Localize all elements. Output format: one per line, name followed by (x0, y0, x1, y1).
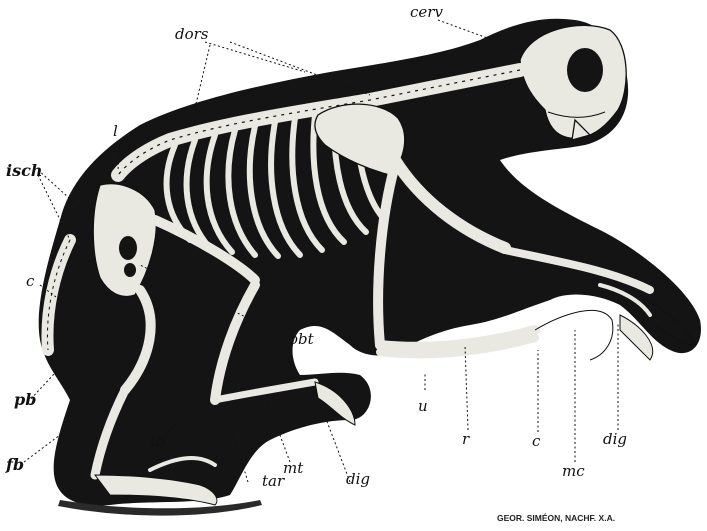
label-mt: mt (283, 459, 304, 477)
label-dors: dors (175, 25, 209, 43)
label-mc: mc (562, 462, 585, 480)
label-tb: tb (150, 432, 166, 450)
label-dig-fore: dig (603, 430, 627, 448)
engraver-credit: GEOR. SIMÉON, NACHF. X.A. (497, 513, 615, 523)
label-fb: fb (5, 455, 24, 474)
label-c-carpus: c (532, 432, 541, 450)
label-u: u (418, 397, 428, 415)
label-obt: obt (289, 330, 315, 348)
label-isch: isch (6, 161, 42, 180)
label-cerv: cerv (410, 3, 443, 21)
label-dig-hind: dig (346, 470, 370, 488)
label-tar: tar (262, 472, 285, 490)
label-l: l (113, 122, 118, 140)
label-r: r (462, 430, 470, 448)
label-pb: pb (14, 390, 36, 409)
label-c-tail: c (26, 272, 35, 290)
